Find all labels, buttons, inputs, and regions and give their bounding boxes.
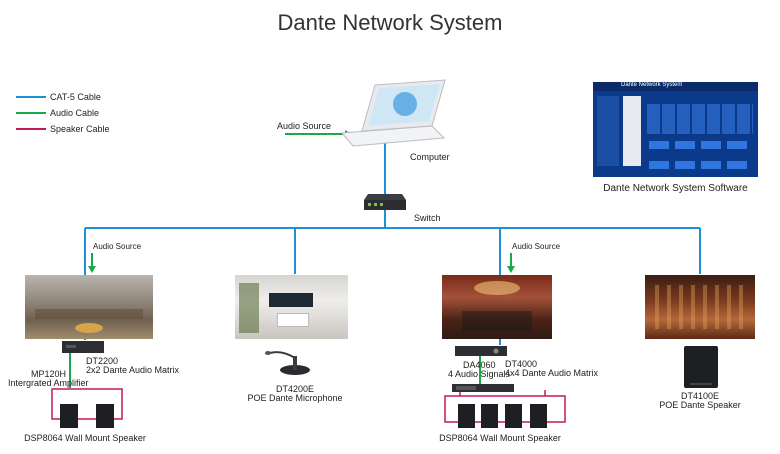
switch-device-icon	[364, 194, 406, 210]
dt2200-desc: 2x2 Dante Audio Matrix	[86, 365, 180, 375]
audio-source-left-label: Audio Source	[93, 242, 142, 251]
software-screenshot-image: Dante Network System	[593, 82, 758, 177]
dt4000-label: DT4000	[505, 359, 538, 369]
audio-source-top-label: Audio Source	[277, 121, 332, 131]
room-photo-center	[235, 275, 348, 339]
mp120h-amplifier-icon	[62, 341, 104, 353]
right-wall-speakers-icon	[458, 404, 547, 428]
left-wall-speakers-icon	[60, 404, 114, 428]
mp120h-desc: Intergrated Amplifier	[8, 378, 89, 388]
dt2200-label: DT2200	[86, 356, 119, 366]
dt4100e-label: DT4100E	[680, 391, 720, 401]
da4060-desc: 4 Audio Signals	[448, 369, 511, 379]
diagram-title: Dante Network System	[277, 10, 503, 35]
audio-source-right-label: Audio Source	[512, 242, 561, 251]
dsp-right-label: DSP8064 Wall Mount Speaker	[439, 433, 561, 443]
legend-audio-label: Audio Cable	[50, 108, 100, 118]
dt4000-desc: 4x4 Dante Audio Matrix	[505, 368, 599, 378]
dsp-left-label: DSP8064 Wall Mount Speaker	[24, 433, 146, 443]
dt4200e-microphone-icon	[265, 351, 310, 375]
legend-speaker-label: Speaker Cable	[50, 124, 110, 134]
da4060-rack-icon	[455, 346, 507, 356]
dt4100e-desc: POE Dante Speaker	[659, 400, 741, 410]
software-label: Dante Network System Software	[603, 183, 748, 194]
legend-cat5-label: CAT-5 Cable	[50, 92, 101, 102]
audio-source-right-arrow	[507, 266, 515, 273]
room-photo-right	[442, 275, 552, 339]
software-window-title: Dante Network System	[621, 82, 683, 88]
computer-laptop-icon	[340, 79, 446, 147]
dt4200e-label: DT4200E	[275, 384, 315, 394]
dt4200e-desc: POE Dante Microphone	[247, 393, 343, 403]
mp120h-label: MP120H	[31, 369, 67, 379]
legend-cat5-swatch	[16, 96, 46, 98]
legend-audio-swatch	[16, 112, 46, 114]
audio-source-left-arrow	[88, 266, 96, 273]
legend-speaker-swatch	[16, 128, 46, 130]
computer-label: Computer	[410, 152, 450, 162]
switch-label: Switch	[414, 213, 441, 223]
da4060-label: DA4060	[463, 360, 496, 370]
room-photo-far-right	[645, 275, 755, 339]
dt4000-rack-icon	[452, 384, 514, 392]
room-photo-left	[25, 275, 153, 339]
dt4100e-speaker-icon	[684, 346, 718, 388]
speaker-cable-left	[51, 388, 123, 420]
